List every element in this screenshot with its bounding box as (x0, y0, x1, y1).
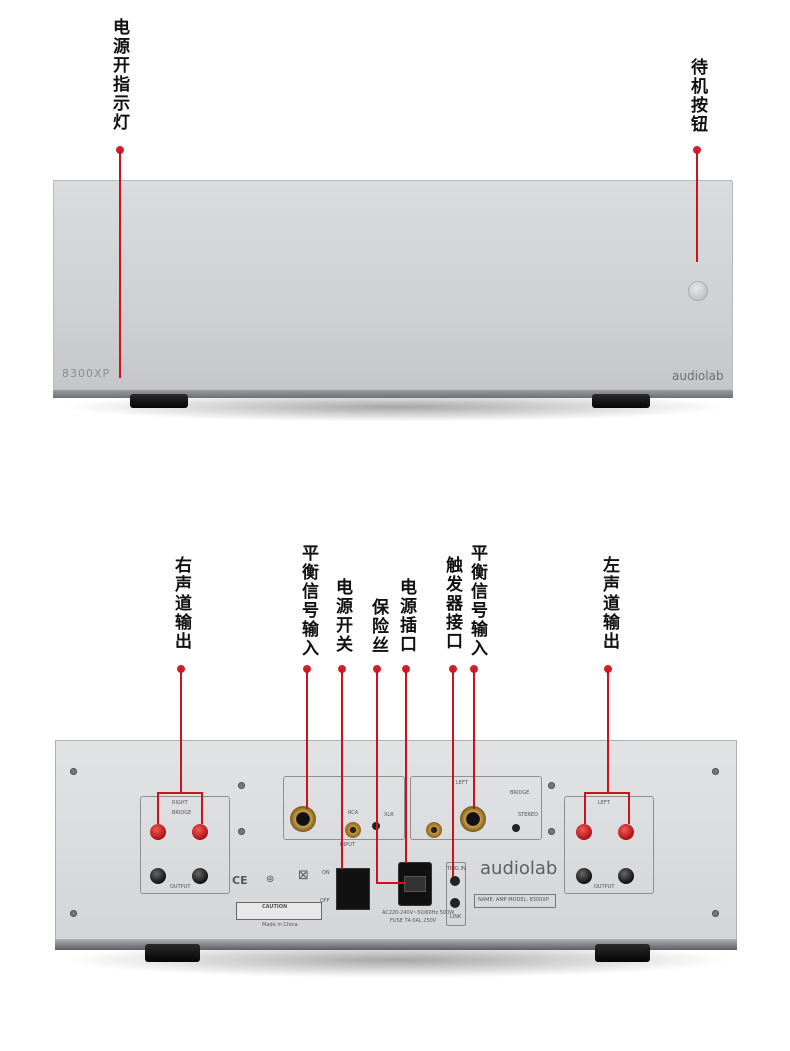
rear-panel-base (55, 940, 737, 950)
model-plate-text: NAME: AMP MODEL: 8300XP (478, 897, 549, 903)
amplifier-rear-panel (55, 740, 737, 940)
label-power-indicator: 电源开指示灯 (109, 18, 129, 132)
balanced-right-line (306, 669, 308, 809)
input-label: INPUT (340, 842, 355, 848)
right-output-label: OUTPUT (170, 884, 191, 890)
model-plate (474, 894, 556, 908)
compliance-icon: ⊛ (266, 874, 275, 885)
label-balanced-input-right: 平衡信号输入 (298, 544, 318, 658)
front-panel-base (53, 390, 733, 398)
brand-logo: audiolab (672, 369, 724, 383)
right-output-bracket (157, 792, 203, 794)
power-switch-line (341, 669, 343, 869)
left-input-panel (410, 776, 542, 840)
rear-right-foot (595, 944, 650, 962)
label-trigger-port: 触发器接口 (442, 556, 462, 651)
right-bridge-label: BRIDGE (172, 810, 192, 816)
rear-brand-logo: audiolab (480, 858, 558, 879)
right-output-line (180, 669, 182, 793)
bridge-label: BRIDGE (510, 790, 530, 796)
screw (238, 782, 245, 789)
caution-label (236, 902, 322, 920)
stereo-label: STEREO (518, 812, 538, 818)
rca-label: RCA (348, 810, 359, 816)
bridge-selector[interactable] (512, 824, 520, 832)
screw (70, 910, 77, 917)
right-output-positive-terminal[interactable] (150, 824, 166, 840)
left-output-panel-label: LEFT (598, 800, 610, 806)
screw (548, 828, 555, 835)
left-output-negative-terminal[interactable] (576, 868, 592, 884)
left-output-bracket-right (628, 792, 630, 824)
label-balanced-input-left: 平衡信号输入 (467, 544, 487, 658)
left-panel-label: LEFT (456, 780, 468, 786)
right-output-positive-terminal-2[interactable] (192, 824, 208, 840)
left-output-label: OUTPUT (594, 884, 615, 890)
right-output-negative-terminal-2[interactable] (192, 868, 208, 884)
label-power-socket: 电源插口 (396, 578, 416, 654)
screw (548, 782, 555, 789)
right-output-negative-terminal[interactable] (150, 868, 166, 884)
label-standby-button: 待机按钮 (687, 58, 707, 134)
caution-text: CAUTION (262, 904, 288, 910)
screw (712, 910, 719, 917)
power-indicator-line (119, 150, 121, 378)
left-output-bracket-left (584, 792, 586, 824)
rear-left-foot (145, 944, 200, 962)
right-output-bracket-right (201, 792, 203, 824)
link-label: LINK (450, 914, 462, 920)
screw (712, 768, 719, 775)
made-in-text: Made in China (262, 922, 298, 928)
off-label: OFF (320, 898, 330, 904)
standby-button[interactable] (689, 282, 707, 300)
trigger-panel (446, 862, 466, 926)
trigger-line (452, 669, 454, 877)
right-output-bracket-left (157, 792, 159, 824)
left-output-negative-terminal-2[interactable] (618, 868, 634, 884)
fuse-holder (404, 876, 426, 892)
left-output-panel (564, 796, 654, 894)
power-switch[interactable] (336, 868, 370, 910)
label-right-output: 右声道输出 (171, 556, 191, 651)
left-output-bracket (584, 792, 630, 794)
label-power-switch: 电源开关 (332, 578, 352, 654)
model-text: 8300XP (62, 367, 111, 380)
weee-icon: ⊠ (298, 868, 309, 883)
right-output-panel (140, 796, 230, 894)
xlr-label: XLR (384, 812, 394, 818)
left-output-line (607, 669, 609, 793)
label-fuse: 保险丝 (368, 598, 388, 655)
screw (70, 768, 77, 775)
front-right-foot (592, 394, 650, 408)
ratings-text: AC220-240V~50/60Hz 500W (382, 910, 455, 916)
left-output-positive-terminal[interactable] (576, 824, 592, 840)
front-left-foot (130, 394, 188, 408)
trig-in-label: TRIG IN (447, 866, 466, 872)
left-xlr-input[interactable] (460, 806, 486, 832)
fuse-rating-text: FUSE T4.0AL 250V (390, 918, 437, 924)
right-input-panel (283, 776, 405, 840)
power-socket-line (405, 669, 407, 863)
right-rca-input[interactable] (345, 822, 361, 838)
screw (238, 828, 245, 835)
amplifier-front-panel (53, 180, 733, 390)
trigger-link-jack[interactable] (450, 898, 460, 908)
right-xlr-input[interactable] (290, 806, 316, 832)
ce-mark: CE (232, 874, 248, 887)
balanced-left-line (473, 669, 475, 809)
on-label: ON (322, 870, 330, 876)
fuse-line-horizontal (376, 882, 406, 884)
left-rca-input[interactable] (426, 822, 442, 838)
right-panel-label: RIGHT (172, 800, 188, 806)
fuse-line (376, 669, 378, 883)
trigger-in-jack[interactable] (450, 876, 460, 886)
label-left-output: 左声道输出 (599, 556, 619, 651)
left-output-positive-terminal-2[interactable] (618, 824, 634, 840)
standby-line (696, 150, 698, 262)
